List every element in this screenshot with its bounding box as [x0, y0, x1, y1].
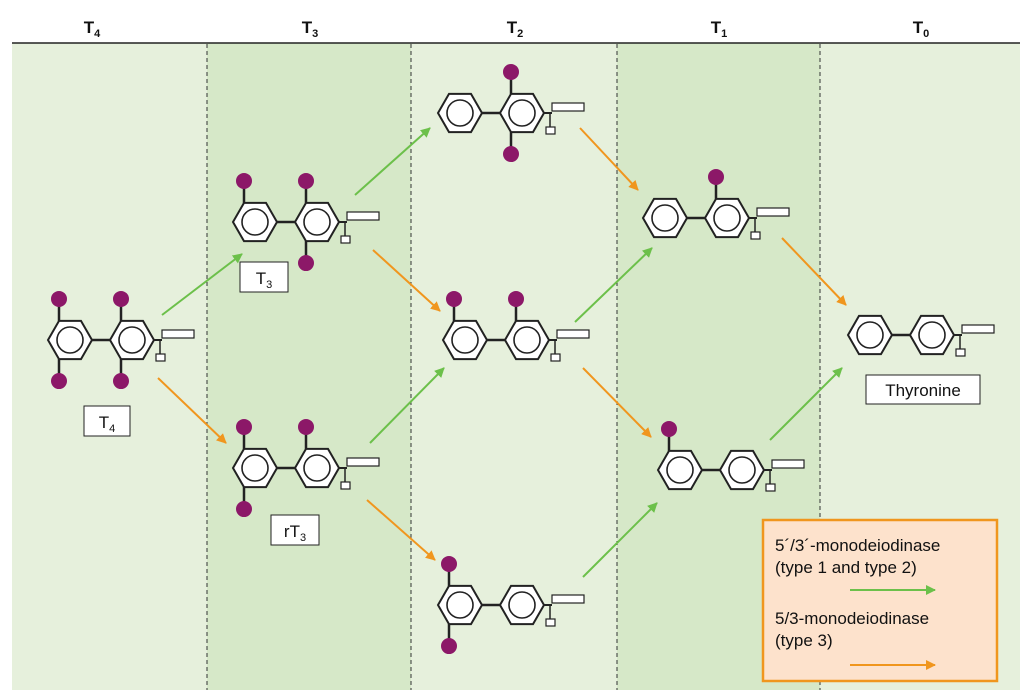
side-chain — [961, 324, 995, 334]
side-chain — [161, 329, 195, 339]
column-dividers — [206, 44, 821, 690]
iodine-atom — [441, 555, 457, 572]
side-chain — [771, 459, 805, 469]
iodine-atom — [298, 172, 314, 189]
iodine-atom — [298, 418, 314, 435]
svg-text:T4: T4 — [99, 413, 116, 435]
legend: 5´/3´-monodeiodinase (type 1 and type 2)… — [761, 518, 999, 683]
inner-ring — [718, 449, 766, 491]
column-header-t1: T1 — [711, 18, 728, 40]
outer-ring — [846, 314, 894, 356]
iodine-atom — [236, 172, 252, 189]
iodine-atom — [708, 168, 724, 185]
molecule-t2-3-5 — [436, 63, 585, 163]
molecule-t1-3 — [641, 168, 790, 240]
iodine-atom — [503, 146, 519, 163]
inner-ring — [703, 197, 751, 239]
outer-ring — [656, 449, 704, 491]
column-header-t0: T0 — [913, 18, 930, 40]
iodine-atom — [236, 418, 252, 435]
outer-ring — [231, 447, 279, 489]
legend-inner-line2: (type 3) — [775, 631, 833, 650]
iodine-atom — [51, 373, 67, 390]
svg-text:rT3: rT3 — [284, 522, 306, 544]
inner-ring — [293, 201, 341, 243]
arrow-t4-to-rt3 — [157, 377, 227, 444]
iodine-atom — [236, 501, 252, 518]
outer-ring — [231, 201, 279, 243]
outer-ring — [441, 319, 489, 361]
iodine-atom — [661, 420, 677, 437]
label-thyronine: Thyronine — [865, 374, 981, 405]
arrow-t1bot-to-t0 — [769, 367, 843, 441]
inner-ring — [108, 319, 156, 361]
iodine-atom — [441, 638, 457, 655]
outer-ring — [436, 92, 484, 134]
band-t4 — [12, 43, 207, 690]
side-chain — [756, 207, 790, 217]
iodine-atom — [503, 63, 519, 80]
molecule-t3 — [231, 172, 380, 272]
column-header-t4: T4 — [84, 18, 101, 40]
reaction-arrows — [157, 127, 847, 578]
column-header-t2: T2 — [507, 18, 524, 40]
svg-text:Thyronine: Thyronine — [885, 381, 961, 400]
arrow-t3-to-t2-mid — [372, 249, 441, 312]
molecule-t2-3-3p — [441, 290, 590, 362]
band-t3 — [207, 43, 411, 690]
label-rt3: rT3 — [270, 514, 320, 546]
molecule-t4 — [46, 290, 195, 390]
iodine-atom — [51, 290, 67, 307]
side-chain — [346, 211, 380, 221]
side-chain — [346, 457, 380, 467]
iodine-atom — [446, 290, 462, 307]
svg-text:T3: T3 — [256, 269, 273, 291]
molecules — [46, 63, 995, 655]
arrow-t3-to-t2-top — [354, 127, 431, 196]
inner-ring — [503, 319, 551, 361]
inner-ring — [498, 584, 546, 626]
molecule-rt3 — [231, 418, 380, 518]
arrow-t2mid-to-t1-top — [574, 247, 653, 323]
iodine-atom — [113, 373, 129, 390]
column-header-t3: T3 — [302, 18, 319, 40]
outer-ring — [46, 319, 94, 361]
compound-labels: T4 T3 rT3 Thyronine — [83, 261, 981, 546]
arrow-rt3-to-t2-bot — [366, 499, 436, 561]
molecule-t2-3p-5p — [436, 555, 585, 655]
legend-outer-line1: 5´/3´-monodeiodinase — [775, 536, 940, 555]
label-t3: T3 — [239, 261, 289, 293]
outer-ring — [436, 584, 484, 626]
inner-ring — [498, 92, 546, 134]
iodine-atom — [298, 255, 314, 272]
legend-box — [761, 518, 999, 683]
molecule-t1-3p — [656, 420, 805, 492]
arrow-rt3-to-t2-mid — [369, 367, 445, 444]
arrow-t4-to-t3 — [161, 253, 243, 316]
inner-ring — [293, 447, 341, 489]
molecule-thyronine — [846, 314, 995, 357]
arrow-t2bot-to-t1-bot — [582, 502, 658, 578]
arrow-t1top-to-t0 — [781, 237, 847, 306]
legend-outer-line2: (type 1 and type 2) — [775, 558, 917, 577]
arrow-t2top-to-t1-top — [579, 127, 639, 191]
outer-ring — [641, 197, 689, 239]
side-chain — [556, 329, 590, 339]
side-chain — [551, 102, 585, 112]
column-headers: T4 T3 T2 T1 T0 — [84, 18, 930, 40]
inner-ring — [908, 314, 956, 356]
iodine-atom — [113, 290, 129, 307]
side-chain — [551, 594, 585, 604]
arrow-t2mid-to-t1-bot — [582, 367, 652, 438]
label-t4: T4 — [83, 405, 131, 437]
iodine-atom — [508, 290, 524, 307]
legend-inner-line1: 5/3-monodeiodinase — [775, 609, 929, 628]
